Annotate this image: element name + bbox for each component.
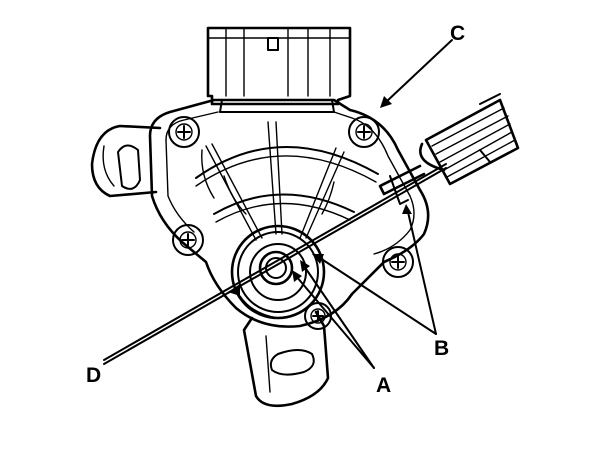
screwdriver-tool (378, 93, 520, 205)
bolt-top-left (168, 116, 200, 148)
bolt-top-right (348, 116, 380, 148)
callout-c: C (450, 22, 465, 45)
center-shaft (230, 224, 326, 320)
left-mounting-ear (90, 124, 162, 198)
callout-d: D (86, 364, 101, 387)
leader-lines (228, 39, 453, 369)
switch-housing (148, 98, 430, 328)
bottom-mounting-tab (242, 310, 330, 408)
callout-a: A (376, 374, 391, 397)
alignment-rod (103, 163, 447, 365)
bolt-right (382, 246, 414, 278)
bolt-left (172, 224, 204, 256)
detent-ribs (195, 121, 379, 241)
callout-b: B (434, 337, 449, 360)
wire-connector (206, 26, 352, 113)
